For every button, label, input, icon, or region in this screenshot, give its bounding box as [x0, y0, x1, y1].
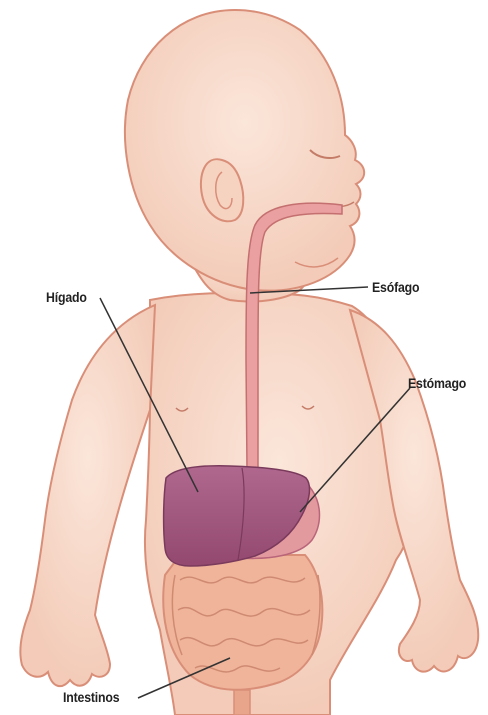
liver-label: Hígado [46, 289, 87, 305]
stomach-label: Estómago [408, 375, 466, 391]
baby-left-arm [20, 305, 155, 686]
esophagus-label: Esófago [372, 279, 419, 295]
intestines-label: Intestinos [63, 689, 119, 705]
baby-head [125, 10, 364, 291]
